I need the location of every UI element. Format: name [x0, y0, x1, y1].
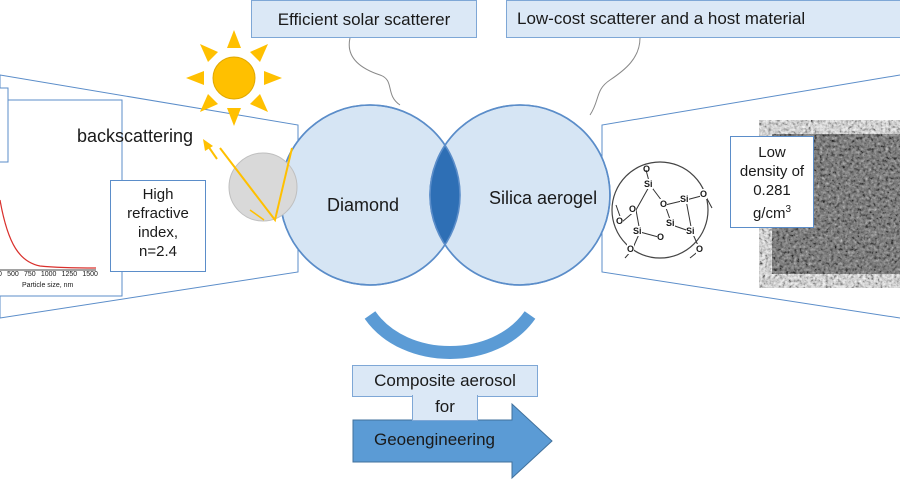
- refractive-line: High: [142, 186, 174, 203]
- atom-o: O: [627, 244, 635, 254]
- atom-o: O: [696, 244, 704, 254]
- atom-si: Si: [666, 218, 675, 228]
- chart-tick: 1500: [82, 271, 98, 278]
- scatter-ray: [249, 209, 265, 221]
- scattering-curve: [0, 199, 97, 269]
- composite-aerosol-box: Composite aerosol: [352, 365, 538, 397]
- atom-si: Si: [633, 226, 642, 236]
- density-line: density of: [739, 163, 805, 180]
- atom-si: Si: [680, 194, 689, 204]
- atom-si: Si: [644, 179, 653, 189]
- geoengineering-label: Geoengineering: [374, 430, 495, 449]
- diamond-particle: [228, 152, 298, 222]
- aerogel-callout-line: [589, 37, 641, 116]
- aerogel-circle-outline: [429, 104, 611, 286]
- atom-o: O: [616, 216, 624, 226]
- diamond-label: Diamond: [327, 195, 400, 215]
- atom-si: Si: [686, 226, 695, 236]
- refractive-line: refractive: [127, 205, 189, 222]
- silica-aerogel-label: Silica aerogel: [489, 188, 598, 208]
- density-line: Low: [758, 144, 786, 161]
- density-line: g/cm3: [731, 200, 813, 223]
- density-line: 0.281: [753, 182, 791, 199]
- refractive-index-box: High refractive index, n=2.4: [110, 180, 206, 272]
- backscatter-arrowhead: [203, 139, 213, 151]
- backscatter-rays: [219, 147, 293, 223]
- atom-o: O: [660, 199, 668, 209]
- diamond-property-callout: Efficient solar scatterer: [251, 0, 477, 38]
- refractive-line: n=2.4: [139, 243, 177, 260]
- atom-o: O: [643, 164, 651, 174]
- backscattering-label: backscattering: [77, 126, 194, 146]
- sun-icon: [186, 30, 282, 126]
- chart-tick: 750: [23, 271, 36, 278]
- aerogel-property-callout: Low-cost scatterer and a host material: [506, 0, 900, 38]
- density-unit-exponent: 3: [785, 204, 792, 215]
- atom-o: O: [657, 232, 665, 242]
- chart-tick: 1000: [40, 271, 57, 278]
- atom-o: O: [700, 189, 708, 199]
- density-box: Low density of 0.281 g/cm3: [730, 136, 814, 228]
- chart-tick: 1250: [61, 271, 78, 278]
- chart-x-ticks: 0 500 750 1000 1250 1500: [0, 271, 98, 278]
- chart-tick: 0: [0, 271, 2, 278]
- chart-tick: 500: [7, 271, 19, 278]
- for-box: for: [412, 395, 478, 421]
- atom-o: O: [629, 204, 637, 214]
- density-unit: g/cm: [752, 205, 786, 222]
- diamond-callout-line: [348, 37, 401, 106]
- chart-inner-frame: [0, 87, 9, 163]
- chart-x-label: Particle size, nm: [22, 282, 74, 289]
- refractive-line: index,: [137, 224, 179, 241]
